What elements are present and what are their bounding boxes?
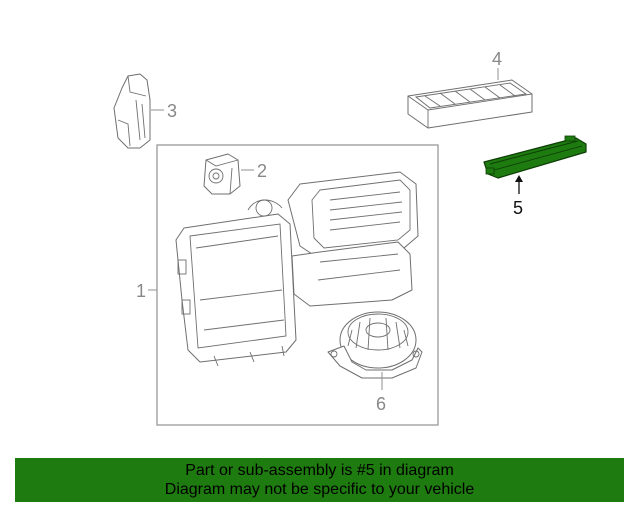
assembly-frame	[156, 144, 439, 426]
part-6-blower-motor[interactable]	[327, 311, 423, 379]
part-1-housing-assembly[interactable]	[175, 171, 419, 367]
part-4-cabin-filter[interactable]	[407, 79, 533, 129]
callout-1: 1	[136, 281, 146, 301]
callout-4: 4	[492, 49, 502, 69]
part-3-bracket[interactable]	[113, 73, 151, 149]
info-banner: Part or sub-assembly is #5 in diagram Di…	[15, 458, 624, 502]
callout-6: 6	[376, 394, 386, 414]
part-2-servo-motor[interactable]	[203, 153, 241, 195]
banner-line-2: Diagram may not be specific to your vehi…	[164, 481, 475, 498]
callout-5: 5	[513, 198, 523, 218]
banner-line-1: Part or sub-assembly is #5 in diagram	[185, 462, 454, 479]
part-5-filter-cover[interactable]	[483, 135, 587, 179]
callout-2: 2	[257, 161, 267, 181]
callout-3: 3	[167, 101, 177, 121]
